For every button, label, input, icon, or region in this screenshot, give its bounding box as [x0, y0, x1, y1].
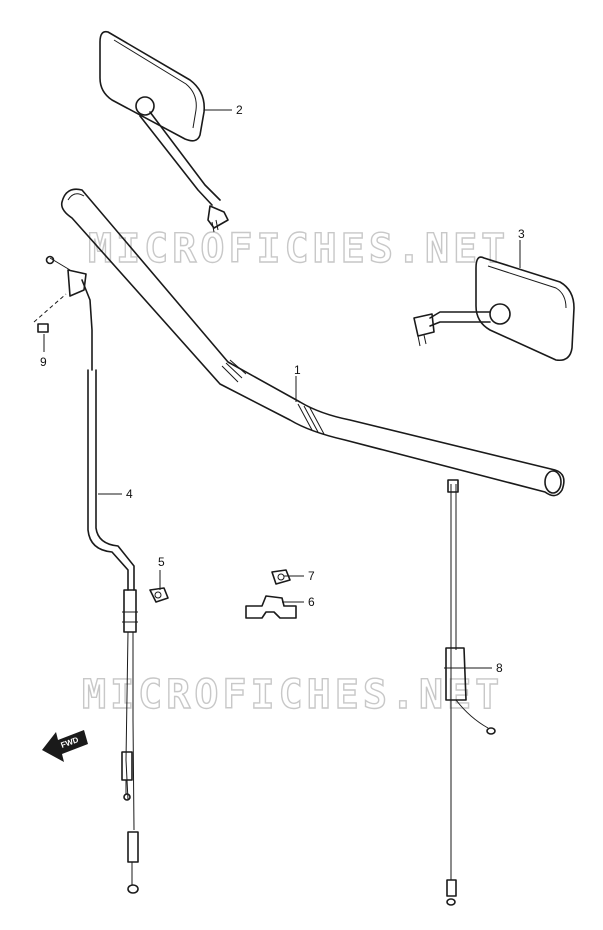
watermark-bottom: MICROFICHES.NET	[82, 672, 503, 718]
handlebar	[60, 188, 565, 497]
cable-bolt	[149, 587, 169, 603]
callout-9: 9	[40, 355, 47, 369]
cable-clamp	[245, 595, 297, 619]
fwd-arrow: FWD	[42, 730, 88, 762]
adjuster-bolt	[33, 293, 67, 333]
callout-3: 3	[518, 227, 525, 241]
callout-4: 4	[126, 487, 133, 501]
callout-6: 6	[308, 595, 315, 609]
callout-2: 2	[236, 103, 243, 117]
clamp-bolt	[271, 569, 291, 585]
watermark-top: MICROFICHES.NET	[88, 226, 509, 272]
mirror-left	[99, 30, 229, 233]
callout-5: 5	[158, 555, 165, 569]
callout-8: 8	[496, 661, 503, 675]
callout-1: 1	[294, 363, 301, 377]
choke-cable	[444, 479, 496, 906]
callout-7: 7	[308, 569, 315, 583]
throttle-cable	[45, 255, 139, 894]
mirror-right	[413, 256, 575, 362]
